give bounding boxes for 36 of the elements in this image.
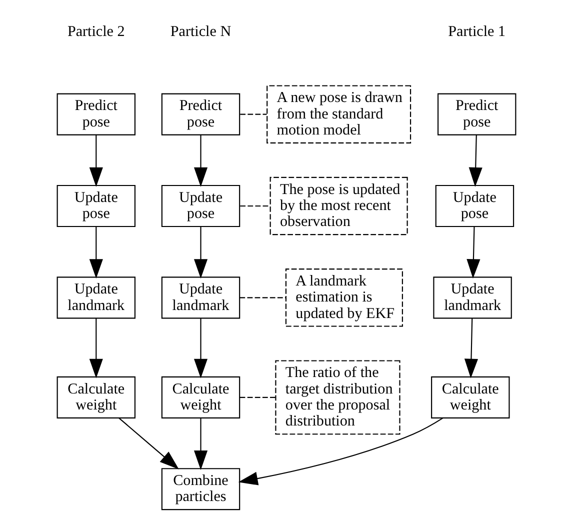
- arrow: [466, 226, 480, 279]
- arrow: [194, 226, 208, 279]
- node-box: Update landmark: [161, 276, 240, 319]
- node-box: A new pose is drawn from the standard motion model: [266, 85, 412, 144]
- arrow: [194, 418, 208, 470]
- arrow: [238, 418, 444, 486]
- arrow: [194, 318, 208, 378]
- arrow: [194, 134, 208, 187]
- node-box: Update landmark: [433, 276, 512, 319]
- connector: [240, 205, 270, 207]
- arrow: [89, 226, 103, 279]
- arrow: [464, 318, 478, 378]
- arrow: [89, 318, 103, 378]
- node-box: A landmark estimation is updated by EKF: [285, 268, 403, 327]
- label: Particle 1: [448, 24, 506, 40]
- node-box: The ratio of the target distribution over the proposal distribution: [275, 360, 400, 435]
- node-box: Calculate weight: [161, 376, 240, 418]
- connector: [240, 297, 286, 298]
- node-box: Calculate weight: [431, 376, 510, 418]
- label: Particle 2: [67, 24, 125, 40]
- node-box: Predict pose: [437, 93, 516, 136]
- arrow: [89, 134, 103, 187]
- node-box: Update landmark: [56, 276, 136, 319]
- node-box: Calculate weight: [56, 376, 136, 418]
- node-box: Predict pose: [56, 93, 136, 136]
- node-box: Combine particles: [161, 468, 240, 510]
- node-box: Predict pose: [161, 93, 240, 136]
- label: Particle N: [170, 24, 232, 40]
- connector: [240, 396, 276, 398]
- arrow: [118, 418, 179, 470]
- arrow: [468, 134, 482, 187]
- node-box: Update pose: [56, 184, 136, 228]
- connector: [240, 114, 267, 115]
- node-box: The pose is updated by the most recent observation: [270, 176, 408, 236]
- node-box: Update pose: [435, 184, 514, 228]
- node-box: Update pose: [161, 184, 240, 228]
